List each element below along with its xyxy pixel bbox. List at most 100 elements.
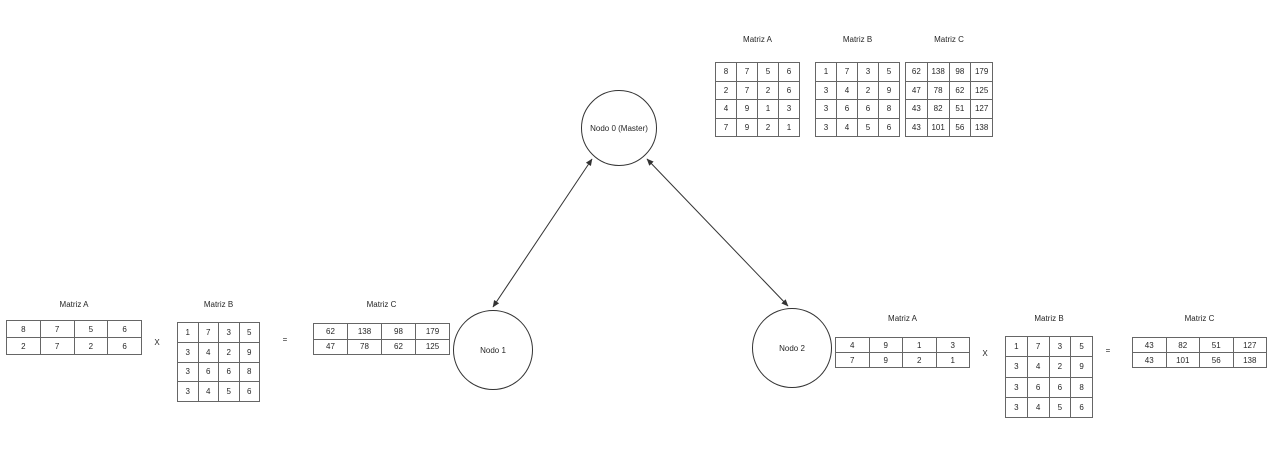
matrix-cell: 9 <box>1070 356 1093 378</box>
matrix-cell: 1 <box>177 322 199 343</box>
matrix-cell: 5 <box>757 62 779 82</box>
matrix-cell: 98 <box>948 62 972 82</box>
matrix-cell: 3 <box>1005 396 1028 419</box>
matrix-cell: 9 <box>868 337 903 353</box>
matrix-cell: 101 <box>1165 352 1200 368</box>
matrix-cell: 98 <box>381 323 416 340</box>
matrix-cell: 179 <box>970 62 993 82</box>
matrix-cell: 3 <box>218 322 240 343</box>
matrix-cell: 3 <box>815 80 837 100</box>
matrix-cell: 6 <box>778 80 800 100</box>
matrix-cell: 3 <box>177 361 199 383</box>
matrix-cell: 1 <box>778 117 800 137</box>
node-1-label: Nodo 1 <box>480 345 506 355</box>
matrix-cell: 4 <box>1026 356 1050 378</box>
matrix-cell: 4 <box>715 99 737 119</box>
matrix-cell: 5 <box>238 322 260 343</box>
matrix-cell: 9 <box>868 352 903 368</box>
node1-multiply-operator: X <box>154 338 160 347</box>
node1-matrix-a-title: Matriz A <box>59 300 89 309</box>
matrix-cell: 7 <box>1026 335 1050 358</box>
matrix-cell: 51 <box>1199 337 1234 353</box>
matrix-cell: 2 <box>757 117 779 137</box>
matrix-cell: 47 <box>905 80 928 100</box>
matrix-cell: 5 <box>1070 335 1093 358</box>
matrix-cell: 6 <box>836 99 858 119</box>
matrix-cell: 62 <box>381 338 416 355</box>
matrix-cell: 5 <box>73 320 109 338</box>
matrix-cell: 2 <box>857 80 879 100</box>
matrix-cell: 179 <box>415 323 450 340</box>
matrix-cell: 82 <box>926 99 950 119</box>
matrix-cell: 8 <box>238 361 260 383</box>
matrix-cell: 7 <box>736 80 758 100</box>
matrix-cell: 6 <box>107 337 142 355</box>
matrix-cell: 3 <box>778 99 800 119</box>
matrix-cell: 9 <box>736 99 758 119</box>
matrix-cell: 2 <box>218 341 240 363</box>
matrix-cell: 6 <box>857 99 879 119</box>
matrix-cell: 9 <box>736 117 758 137</box>
matrix-cell: 6 <box>107 320 142 338</box>
node-master: Nodo 0 (Master) <box>581 90 657 166</box>
matrix-cell: 6 <box>197 361 219 383</box>
matrix-cell: 2 <box>757 80 779 100</box>
matrix-cell: 9 <box>878 80 900 100</box>
matrix-cell: 3 <box>1005 356 1028 378</box>
matrix-cell: 138 <box>970 117 993 137</box>
matrix-cell: 1 <box>935 352 970 368</box>
matrix-cell: 7 <box>715 117 737 137</box>
matrix-cell: 47 <box>313 338 348 355</box>
matrix-cell: 1 <box>1005 335 1028 358</box>
matrix-cell: 2 <box>902 352 937 368</box>
matrix-cell: 82 <box>1165 337 1200 353</box>
matrix-cell: 101 <box>926 117 950 137</box>
matrix-cell: 138 <box>347 323 382 340</box>
matrix-cell: 8 <box>878 99 900 119</box>
matrix-cell: 8 <box>715 62 737 82</box>
matrix-cell: 4 <box>836 80 858 100</box>
matrix-cell: 138 <box>1232 352 1267 368</box>
matrix-cell: 7 <box>39 320 75 338</box>
matrix-cell: 2 <box>73 337 109 355</box>
matrix-cell: 78 <box>926 80 950 100</box>
matrix-cell: 6 <box>1048 376 1072 398</box>
node1-matrix-b-title: Matriz B <box>203 300 234 309</box>
matrix-cell: 125 <box>415 338 450 355</box>
edge-master-node1 <box>492 158 593 308</box>
matrix-cell: 1 <box>902 337 937 353</box>
matrix-cell: 7 <box>835 352 870 368</box>
node1-matrix-c-title: Matriz C <box>366 300 397 309</box>
matrix-cell: 6 <box>878 117 900 137</box>
matrix-cell: 3 <box>177 381 199 402</box>
matrix-cell: 56 <box>948 117 972 137</box>
matrix-cell: 8 <box>6 320 41 338</box>
matrix-cell: 7 <box>736 62 758 82</box>
matrix-cell: 127 <box>1232 337 1267 353</box>
matrix-cell: 4 <box>197 381 219 402</box>
